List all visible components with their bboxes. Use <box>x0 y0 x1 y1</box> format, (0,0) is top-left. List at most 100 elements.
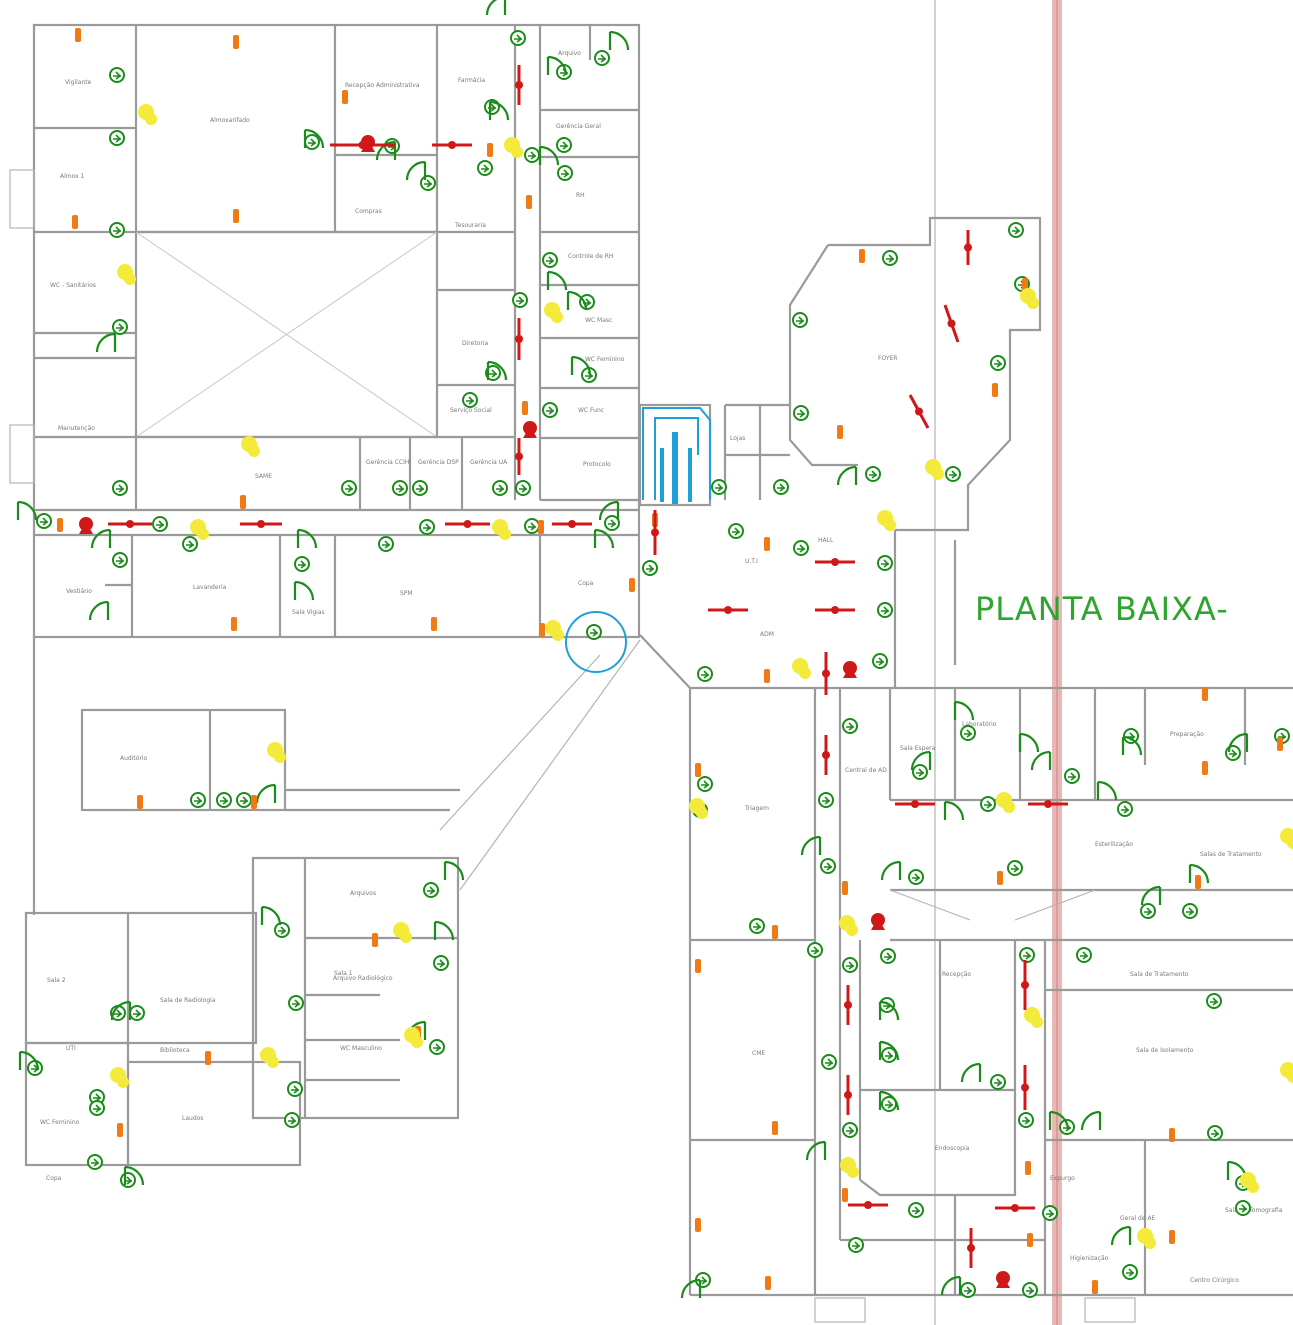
hydrant-line-icon <box>515 65 523 105</box>
exit-icon <box>284 1112 300 1128</box>
exit-icon <box>433 955 449 971</box>
extinguisher-icon <box>75 28 81 42</box>
door-swing-icon <box>1096 780 1118 801</box>
room-label: Sala 2 <box>47 977 66 984</box>
walls-right-block <box>638 216 1293 1297</box>
hydrant-line-icon <box>964 230 972 265</box>
hydrant-line-icon <box>967 1228 975 1268</box>
alarm-icon <box>840 1157 859 1178</box>
door-swing-icon <box>598 500 620 521</box>
room-label: Gerência Geral <box>556 123 601 130</box>
exit-icon <box>152 516 168 532</box>
walls-lower-left <box>24 637 641 1167</box>
plan-title: PLANTA BAIXA- <box>975 590 1229 628</box>
exit-icon <box>604 515 620 531</box>
exit-icon <box>542 252 558 268</box>
exit-icon <box>492 480 508 496</box>
extinguisher-icon <box>431 617 437 631</box>
hydrant-icon <box>871 913 885 930</box>
extinguisher-icon <box>538 520 544 534</box>
exit-icon <box>392 480 408 496</box>
room-label: Triagem <box>744 805 769 812</box>
alarm-icon <box>1024 1007 1043 1028</box>
exit-icon <box>1064 768 1080 784</box>
extinguisher-icon <box>233 209 239 223</box>
exit-icon <box>1123 728 1139 744</box>
door-swing-icon <box>878 1040 900 1061</box>
exit-icon <box>1117 801 1133 817</box>
extinguisher-icon <box>137 795 143 809</box>
exit-icon <box>807 942 823 958</box>
hydrant-line-icon <box>432 141 472 149</box>
door-swing-icon <box>608 30 630 51</box>
room-label: Sala de Tratamento <box>1130 971 1189 978</box>
hydrant-line-icon <box>515 318 523 360</box>
door-swing-icon <box>546 270 568 291</box>
room-label: FOYER <box>878 355 897 362</box>
alarm-icon <box>689 798 708 819</box>
exit-icon <box>515 480 531 496</box>
exit-icon <box>697 666 713 682</box>
extinguisher-icon <box>1277 737 1283 751</box>
door-swing-icon <box>593 528 615 549</box>
hydrant-line-icon <box>708 606 748 614</box>
extinguisher-icon <box>765 1276 771 1290</box>
exit-icon <box>216 792 232 808</box>
exit-icon <box>423 882 439 898</box>
exit-icon <box>642 560 658 576</box>
exit-icon <box>485 365 501 381</box>
exit-icon <box>908 1202 924 1218</box>
exit-icon <box>1225 745 1241 761</box>
extinguisher-icon <box>764 669 770 683</box>
room-label: ADM <box>760 631 774 638</box>
exit-icon <box>556 137 572 153</box>
exit-icon <box>274 922 290 938</box>
room-label: Lavanderia <box>193 584 227 591</box>
door-swing-icon <box>488 100 510 121</box>
room-label: SAME <box>255 473 272 480</box>
door-swing-icon <box>303 128 325 149</box>
door-swing-icon <box>910 750 932 771</box>
hydrant-line-icon <box>552 520 592 528</box>
door-swing-icon <box>878 1000 900 1021</box>
room-label: Diretoria <box>462 340 488 347</box>
room-label: CME <box>752 1050 765 1057</box>
extinguisher-icon <box>997 871 1003 885</box>
exit-icon <box>912 764 928 780</box>
extinguisher-icon <box>842 881 848 895</box>
exit-icon <box>510 30 526 46</box>
alarm-icon <box>925 459 944 480</box>
extinguishers <box>57 28 1283 1294</box>
hydrant-line-icon <box>445 520 490 528</box>
door-swing-icon <box>255 783 277 804</box>
alarm-icon <box>1240 1172 1259 1193</box>
exit-icon <box>129 1005 145 1021</box>
extinguisher-icon <box>57 518 63 532</box>
alarm-icon <box>1020 288 1039 309</box>
room-label: Auditório <box>120 755 148 762</box>
alarm-icon <box>138 104 157 125</box>
hydrant-icon <box>79 517 93 534</box>
hydrant-line-icon <box>995 1204 1035 1212</box>
exit-icon <box>697 776 713 792</box>
extinguisher-icon <box>772 925 778 939</box>
door-swing-icon <box>90 528 112 549</box>
alarm-icon <box>1137 1228 1156 1249</box>
exit-icon <box>109 67 125 83</box>
room-label: WC Feminino <box>585 356 625 363</box>
exit-icon <box>182 536 198 552</box>
extinguisher-icon <box>205 1051 211 1065</box>
alarm-icon <box>260 1047 279 1068</box>
exit-icon <box>1042 1205 1058 1221</box>
exit-icon <box>87 1154 103 1170</box>
extinguisher-icon <box>522 401 528 415</box>
exit-signs <box>27 30 1290 1298</box>
door-swing-icon <box>1048 1110 1070 1131</box>
extinguisher-icon <box>240 495 246 509</box>
exit-icon <box>749 918 765 934</box>
exit-icon <box>412 480 428 496</box>
hydrant-line-icon <box>651 510 659 555</box>
door-swings <box>16 0 1249 1299</box>
extinguisher-icon <box>231 617 237 631</box>
exit-icon <box>711 479 727 495</box>
